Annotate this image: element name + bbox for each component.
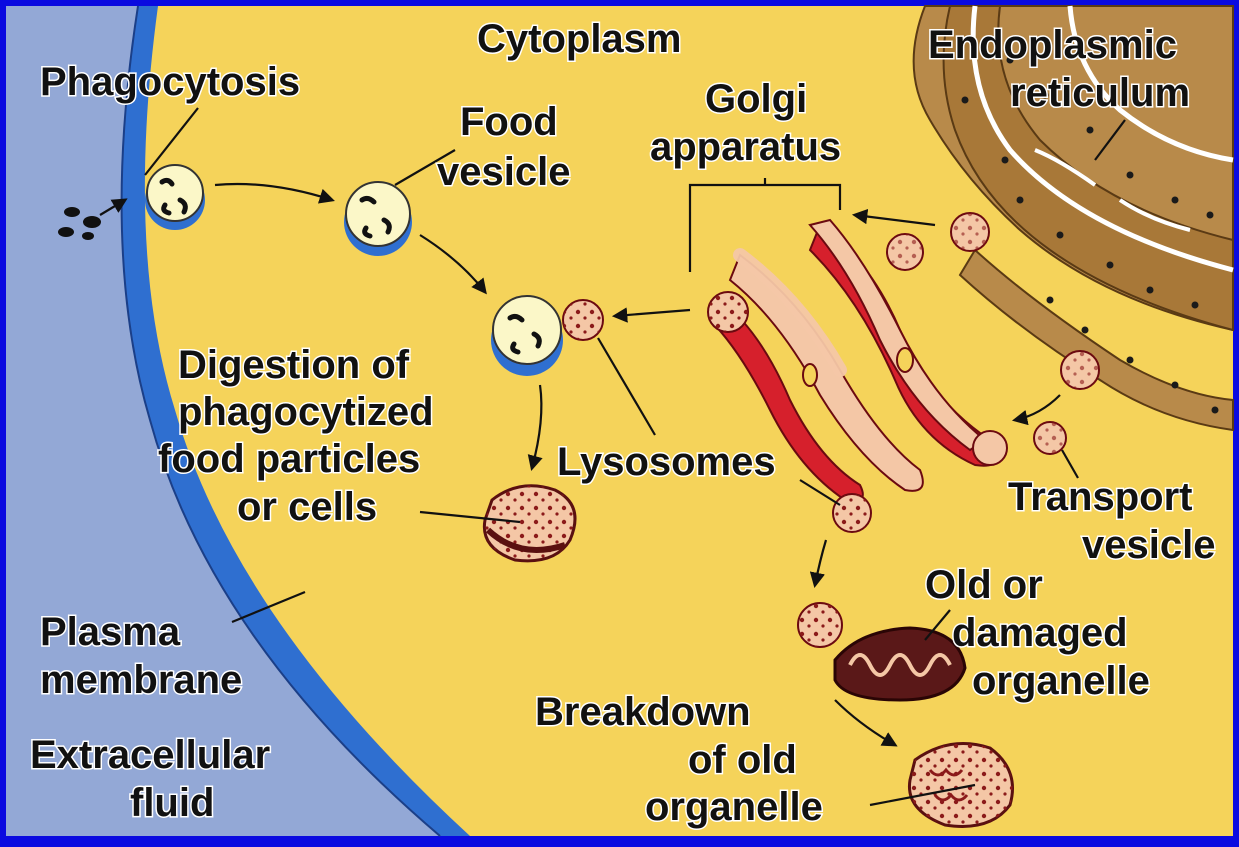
label-breakdown-line1: Breakdown	[535, 690, 751, 734]
label-food-vesicle-line2: vesicle	[437, 150, 570, 194]
label-old-organelle-line1: Old or	[925, 563, 1043, 607]
label-digestion-line4: or cells	[237, 485, 377, 529]
label-breakdown-line3: organelle	[645, 785, 823, 829]
label-old-organelle-line3: organelle	[972, 659, 1150, 703]
label-plasma-membrane-line2: membrane	[40, 658, 242, 702]
label-digestion-line3: food particles	[158, 437, 420, 481]
label-breakdown-line2: of old	[688, 738, 797, 782]
label-phagocytosis: Phagocytosis	[40, 60, 300, 104]
label-golgi-line2: apparatus	[650, 125, 841, 169]
label-food-vesicle-line1: Food	[460, 100, 558, 144]
label-plasma-membrane-line1: Plasma	[40, 610, 181, 654]
digestive-vacuole	[484, 486, 575, 561]
label-digestion-line2: phagocytized	[178, 390, 434, 434]
label-lysosomes: Lysosomes	[557, 440, 776, 484]
label-transport-vesicle-line2: vesicle	[1082, 523, 1215, 567]
label-er-line1: Endoplasmic	[928, 23, 1177, 67]
label-digestion-line1: Digestion of	[178, 343, 410, 387]
label-extracellular-line2: fluid	[130, 781, 214, 825]
breakdown-vesicle	[909, 744, 1012, 827]
label-old-organelle-line2: damaged	[952, 611, 1128, 655]
label-cytoplasm: Cytoplasm	[477, 17, 682, 61]
label-transport-vesicle-line1: Transport	[1008, 475, 1192, 519]
label-extracellular-line1: Extracellular	[30, 733, 270, 777]
label-er-line2: reticulum	[1010, 71, 1190, 115]
label-golgi-line1: Golgi	[705, 77, 807, 121]
